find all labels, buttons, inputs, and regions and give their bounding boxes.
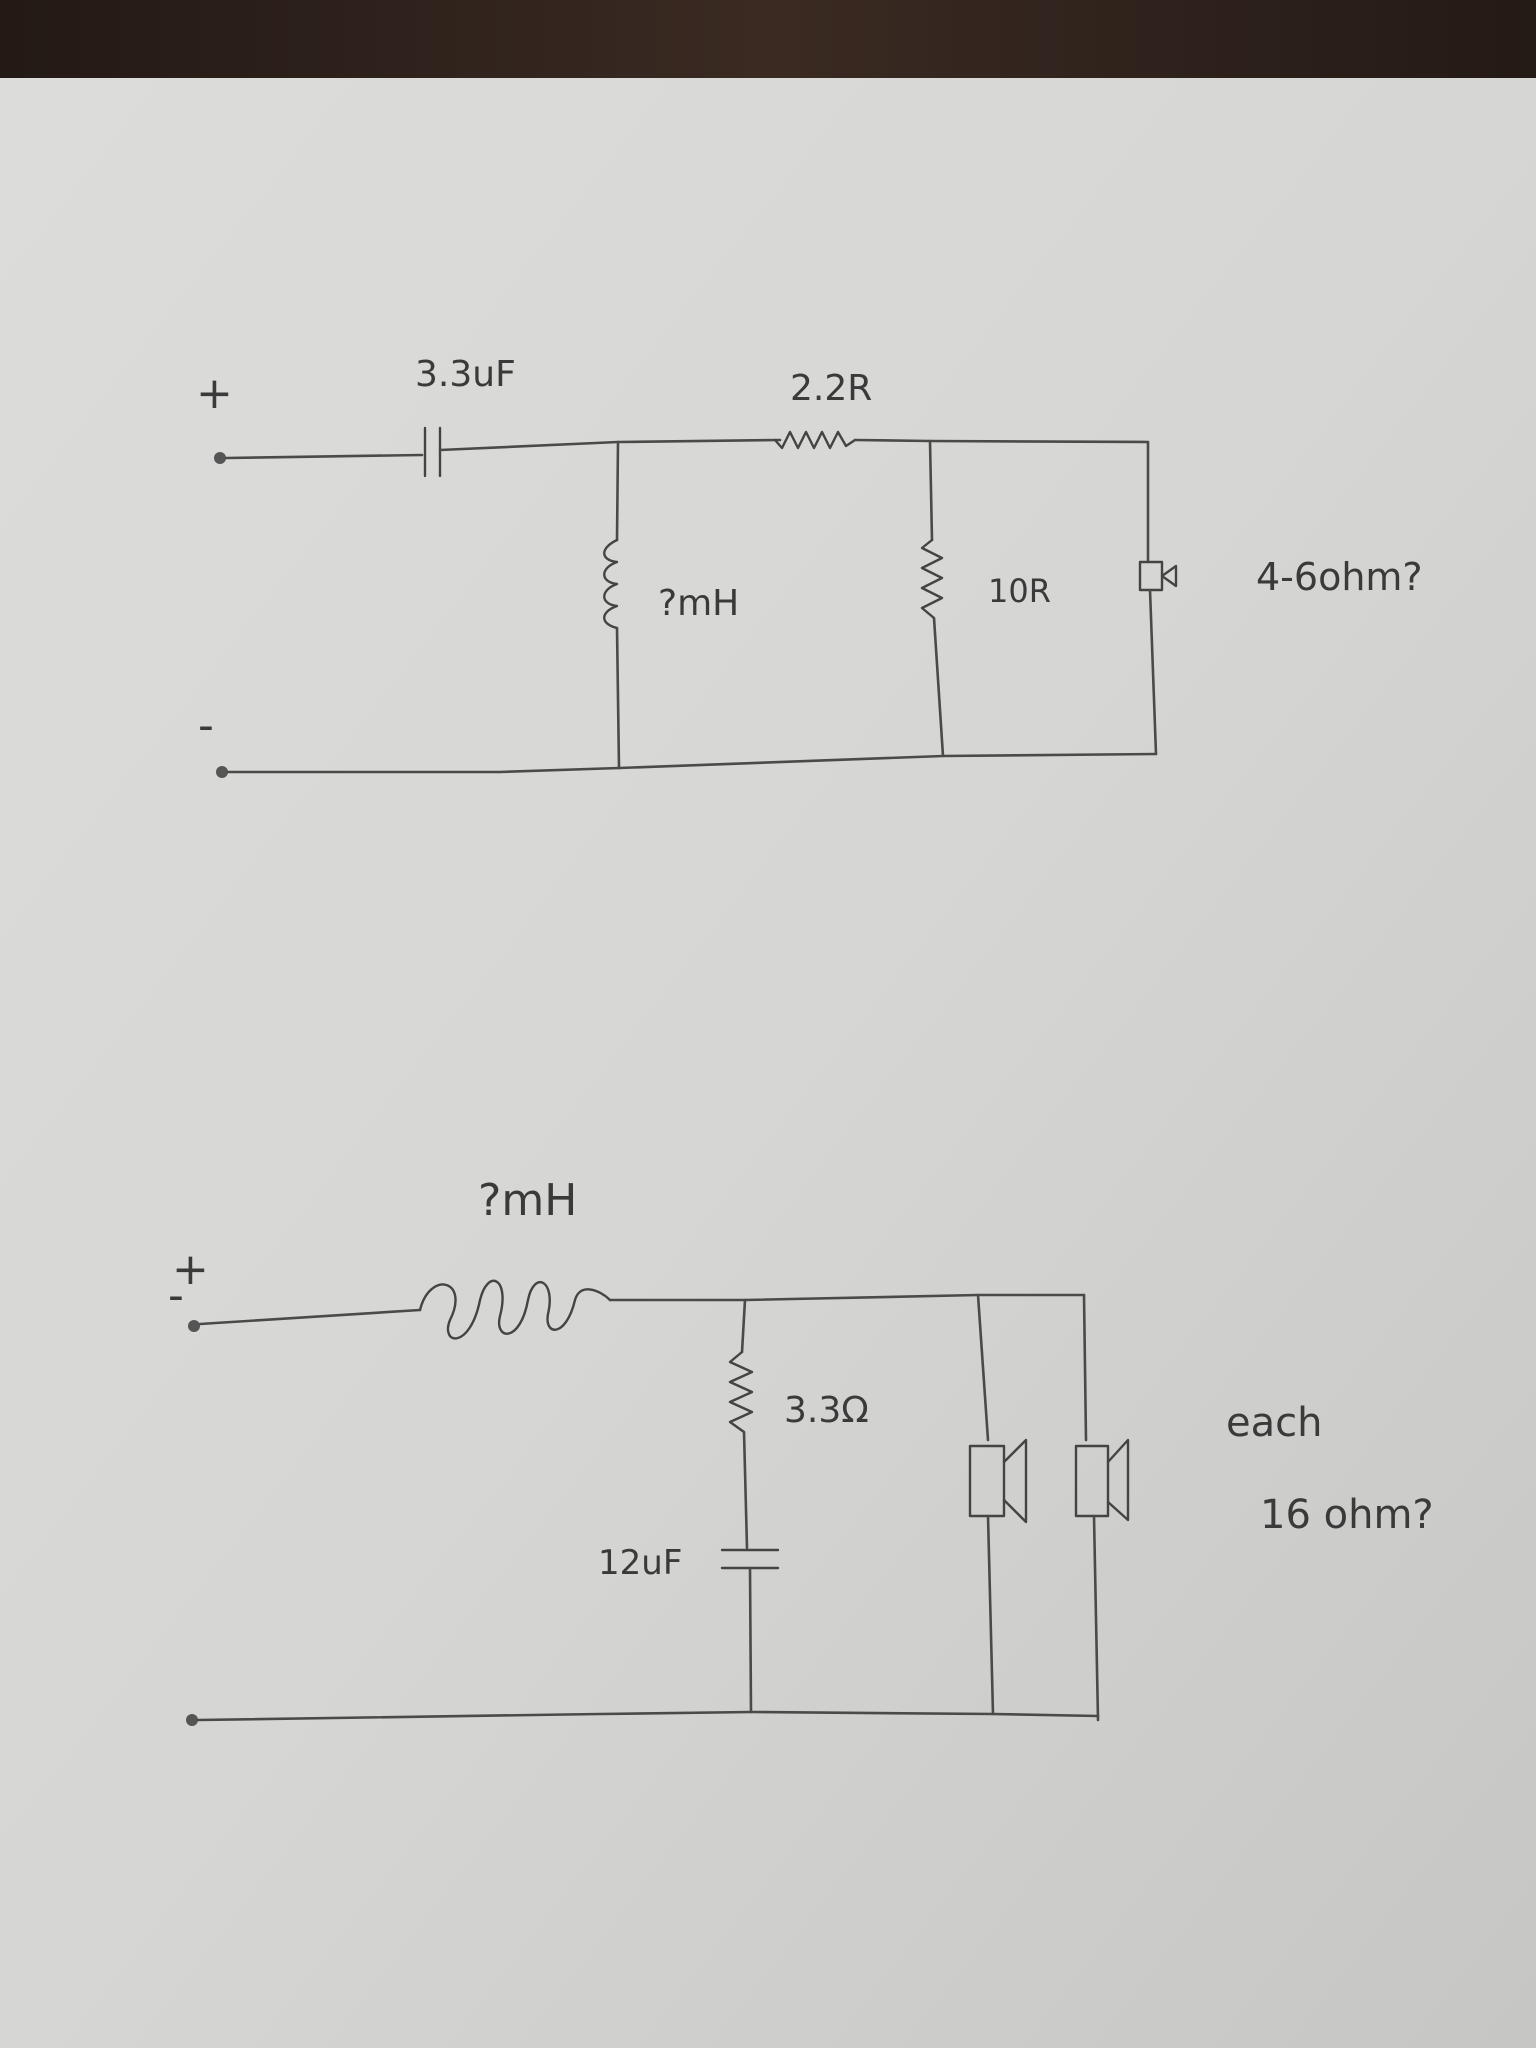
bottom-speaker2-symbol: [1074, 1438, 1130, 1522]
top-plus-terminal: [214, 452, 226, 464]
bottom-capacitor-label: 12uF: [598, 1543, 682, 1583]
top-wire-inductor-top: [615, 440, 620, 542]
top-capacitor-label: 3.3uF: [415, 354, 516, 395]
bottom-wire-speaker2-top: [1082, 1293, 1088, 1442]
bottom-resistor-symbol: [728, 1350, 754, 1434]
top-inductor-symbol: [603, 538, 619, 630]
bottom-wire-zobel-bottom: [748, 1566, 753, 1714]
bottom-speaker-note-line2: 16 ohm?: [1260, 1492, 1434, 1538]
top-circuit: + - 3.3uF 2.2: [196, 354, 1423, 778]
bottom-inductor-label: ?mH: [478, 1175, 577, 1226]
top-wire-resistor-bottom: [932, 616, 945, 758]
top-wire-resistor-top: [928, 439, 934, 542]
top-shunt-resistor-symbol: [920, 538, 944, 620]
top-wire-speaker-bottom: [1148, 588, 1158, 756]
top-wire-input: [224, 453, 424, 460]
top-series-resistor-symbol: [773, 430, 857, 450]
bottom-bottom-rail: [196, 1710, 1100, 1722]
top-bottom-rail: [226, 752, 1158, 774]
top-plus-sign: +: [196, 368, 233, 419]
bottom-wire-zobel-top: [740, 1298, 747, 1354]
bottom-wire-speaker1-top: [976, 1293, 990, 1442]
top-speaker-label: 4-6ohm?: [1256, 555, 1423, 599]
bottom-minus-terminal: [186, 1714, 198, 1726]
bottom-wire-speaker1-bottom: [986, 1514, 995, 1716]
top-capacitor-symbol: [423, 426, 442, 478]
bottom-plus-terminal: [188, 1320, 200, 1332]
bottom-wire-input: [198, 1308, 422, 1326]
bottom-speaker-note-line1: each: [1226, 1400, 1322, 1446]
top-minus-terminal: [216, 766, 228, 778]
bottom-inductor-symbol: [418, 1279, 612, 1340]
top-series-resistor-label: 2.2R: [790, 368, 872, 409]
bottom-wire-top-rail: [608, 1293, 1086, 1302]
top-wire-inductor-bottom: [615, 626, 621, 770]
bottom-wire-zobel-mid: [742, 1430, 749, 1550]
bottom-wire-speaker2-bottom: [1092, 1514, 1100, 1722]
bottom-minus-sign: -: [168, 1270, 184, 1321]
bottom-circuit: + -: [168, 1175, 1434, 1726]
bottom-plus-sign: +: [172, 1244, 209, 1295]
top-minus-sign: -: [198, 700, 214, 751]
bottom-resistor-label: 3.3Ω: [784, 1390, 869, 1431]
top-inductor-label: ?mH: [658, 583, 739, 624]
top-shunt-resistor-label: 10R: [988, 572, 1051, 610]
